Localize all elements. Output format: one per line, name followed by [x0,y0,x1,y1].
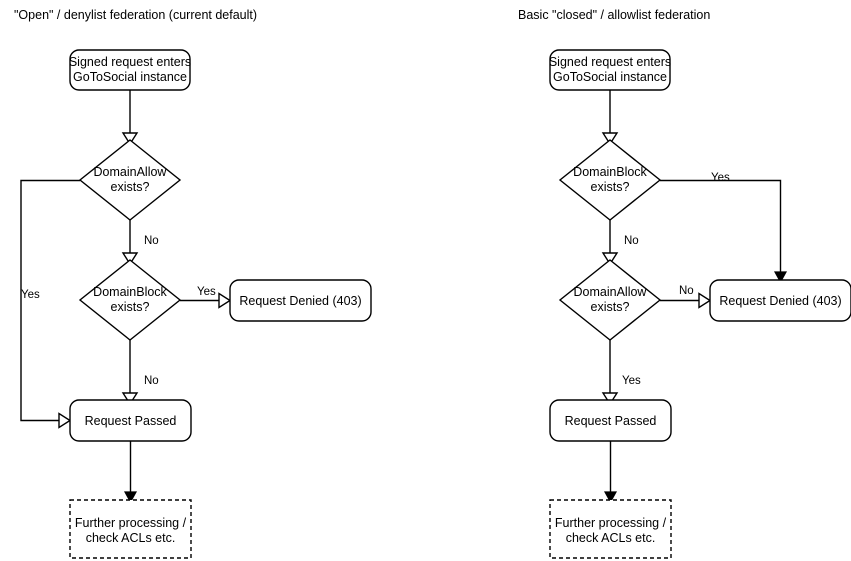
edge-label-domainblock-yes-left: Yes [197,286,216,298]
node-label-start-left-line2: GoToSocial instance [73,70,187,84]
node-label-start-left-line1: Signed request enters [69,55,191,69]
node-label-start-right-line2: GoToSocial instance [553,70,667,84]
node-signed-request-right: Signed request enters GoToSocial instanc… [549,49,671,91]
arrowhead-passed-further-left [123,491,138,504]
node-label-domainallow-left-line1: DomainAllow [94,165,168,179]
node-domainallow-decision-left: DomainAllow exists? [78,139,182,221]
edge-start-to-domainblock-right [601,90,619,146]
edge-label-domainallow-yes-right: Yes [622,375,641,387]
node-label-further-left-line2: check ACLs etc. [86,531,176,545]
arrowhead-domainallow-yes-left [58,412,72,429]
arrowhead-domainblock-yes-left [218,292,232,309]
arrowhead-start-domainblock-right [601,132,619,146]
node-request-passed-right: Request Passed [549,399,672,442]
edge-passed-to-further-right [603,441,618,504]
node-label-start-right-line1: Signed request enters [549,55,671,69]
arrowhead-domainblock-no-right [601,252,619,266]
edge-passed-to-further-left [123,441,138,504]
node-shape-denied-left [229,279,372,322]
diagram-closed-allowlist: Basic "closed" / allowlist federation Si… [518,8,851,559]
edge-label-domainblock-yes-right: Yes [711,172,730,184]
edge-label-domainallow-no-right: No [679,285,694,297]
node-label-further-right-line2: check ACLs etc. [566,531,656,545]
edge-domainblock-yes-right: Yes [660,172,788,284]
node-shape-further-left [69,499,192,559]
edge-label-domainblock-no-left: No [144,375,159,387]
node-label-passed-left: Request Passed [85,414,177,428]
node-domainallow-decision-right: DomainAllow exists? [558,259,662,341]
edge-domainblock-no-right: No [601,220,639,266]
edge-line-domainallow-yes-left [20,179,80,422]
node-shape-further-right [549,499,672,559]
edge-domainblock-yes-left: Yes [180,286,232,309]
node-shape-denied-right [709,279,851,322]
node-request-denied-right: Request Denied (403) [709,279,851,322]
node-label-further-left-line1: Further processing / [75,516,187,530]
diagram-title-open-denylist: "Open" / denylist federation (current de… [14,8,257,22]
node-signed-request-left: Signed request enters GoToSocial instanc… [69,49,191,91]
node-label-passed-right: Request Passed [565,414,657,428]
node-request-passed-left: Request Passed [69,399,192,442]
node-label-domainallow-right-line1: DomainAllow [574,285,648,299]
node-further-processing-right: Further processing / check ACLs etc. [549,499,672,559]
arrowhead-start-domainallow-left [121,132,139,146]
edge-start-to-domainallow-left [121,90,139,146]
arrowhead-passed-further-right [603,491,618,504]
edge-domainallow-no-right: No [660,285,712,309]
edge-label-domainallow-yes-left: Yes [21,289,40,301]
node-label-domainblock-left-line2: exists? [111,300,150,314]
arrowhead-domainallow-no-left [121,252,139,266]
node-label-denied-left: Request Denied (403) [239,294,361,308]
arrowhead-domainallow-no-right [698,292,712,309]
node-label-domainallow-left-line2: exists? [111,180,150,194]
edge-line-domainblock-yes-right [660,179,782,272]
arrowhead-domainblock-no-left [121,392,139,406]
node-further-processing-left: Further processing / check ACLs etc. [69,499,192,559]
node-label-denied-right: Request Denied (403) [719,294,841,308]
node-request-denied-left: Request Denied (403) [229,279,372,322]
node-label-domainblock-right-line2: exists? [591,180,630,194]
node-domainblock-decision-left: DomainBlock exists? [78,259,182,341]
arrowhead-domainallow-yes-right [601,392,619,406]
node-label-further-right-line1: Further processing / [555,516,667,530]
edge-domainblock-no-left: No [121,340,159,406]
edge-domainallow-yes-left: Yes [20,179,80,429]
edge-label-domainblock-no-right: No [624,235,639,247]
node-label-domainblock-right-line1: DomainBlock [573,165,647,179]
node-domainblock-decision-right: DomainBlock exists? [558,139,662,221]
diagram-open-denylist: "Open" / denylist federation (current de… [14,8,372,559]
diagram-title-closed-allowlist: Basic "closed" / allowlist federation [518,8,710,22]
arrowhead-domainblock-yes-right [773,271,788,284]
node-label-domainallow-right-line2: exists? [591,300,630,314]
edge-domainallow-no-left: No [121,220,159,266]
edge-domainallow-yes-right: Yes [601,340,641,406]
node-label-domainblock-left-line1: DomainBlock [93,285,167,299]
edge-label-domainallow-no-left: No [144,235,159,247]
